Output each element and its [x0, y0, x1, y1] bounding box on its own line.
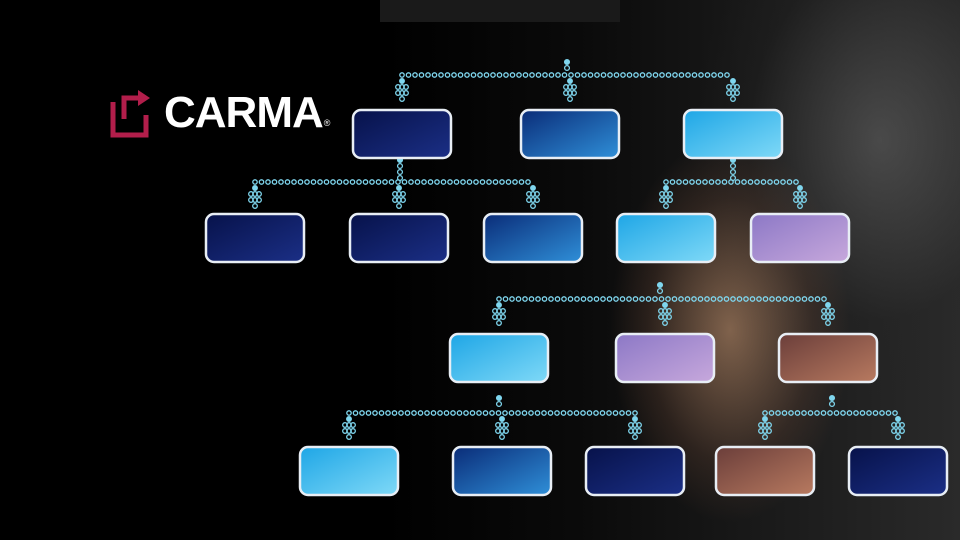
- org-chart-box: [615, 212, 717, 264]
- connector-group: [492, 281, 835, 326]
- org-chart-box: [348, 212, 450, 264]
- org-chart-box: [204, 212, 306, 264]
- logo-wordmark: CARMA: [164, 88, 324, 137]
- org-chart-box: [847, 445, 949, 497]
- carma-logo: CARMA ®: [110, 88, 330, 138]
- carma-logo-mark-icon: [110, 88, 152, 138]
- org-chart-box: [682, 108, 784, 160]
- org-chart-box: [351, 108, 453, 160]
- org-chart-box: [749, 212, 851, 264]
- connector-group: [758, 394, 905, 440]
- top-dark-strip: [380, 0, 620, 22]
- connector-group: [342, 394, 642, 440]
- org-chart-box: [584, 445, 686, 497]
- connector-layer: [248, 58, 905, 440]
- org-chart-box: [482, 212, 584, 264]
- org-chart-box: [298, 445, 400, 497]
- logo-registered-mark: ®: [323, 118, 331, 128]
- box-layer: [204, 108, 949, 497]
- org-chart-box: [614, 332, 716, 384]
- org-chart-box: [451, 445, 553, 497]
- org-chart-box: [777, 332, 879, 384]
- connector-group: [248, 156, 540, 209]
- connector-group: [659, 156, 807, 209]
- org-chart-box: [714, 445, 816, 497]
- connector-group: [395, 58, 740, 102]
- org-chart-box: [448, 332, 550, 384]
- org-chart-box: [519, 108, 621, 160]
